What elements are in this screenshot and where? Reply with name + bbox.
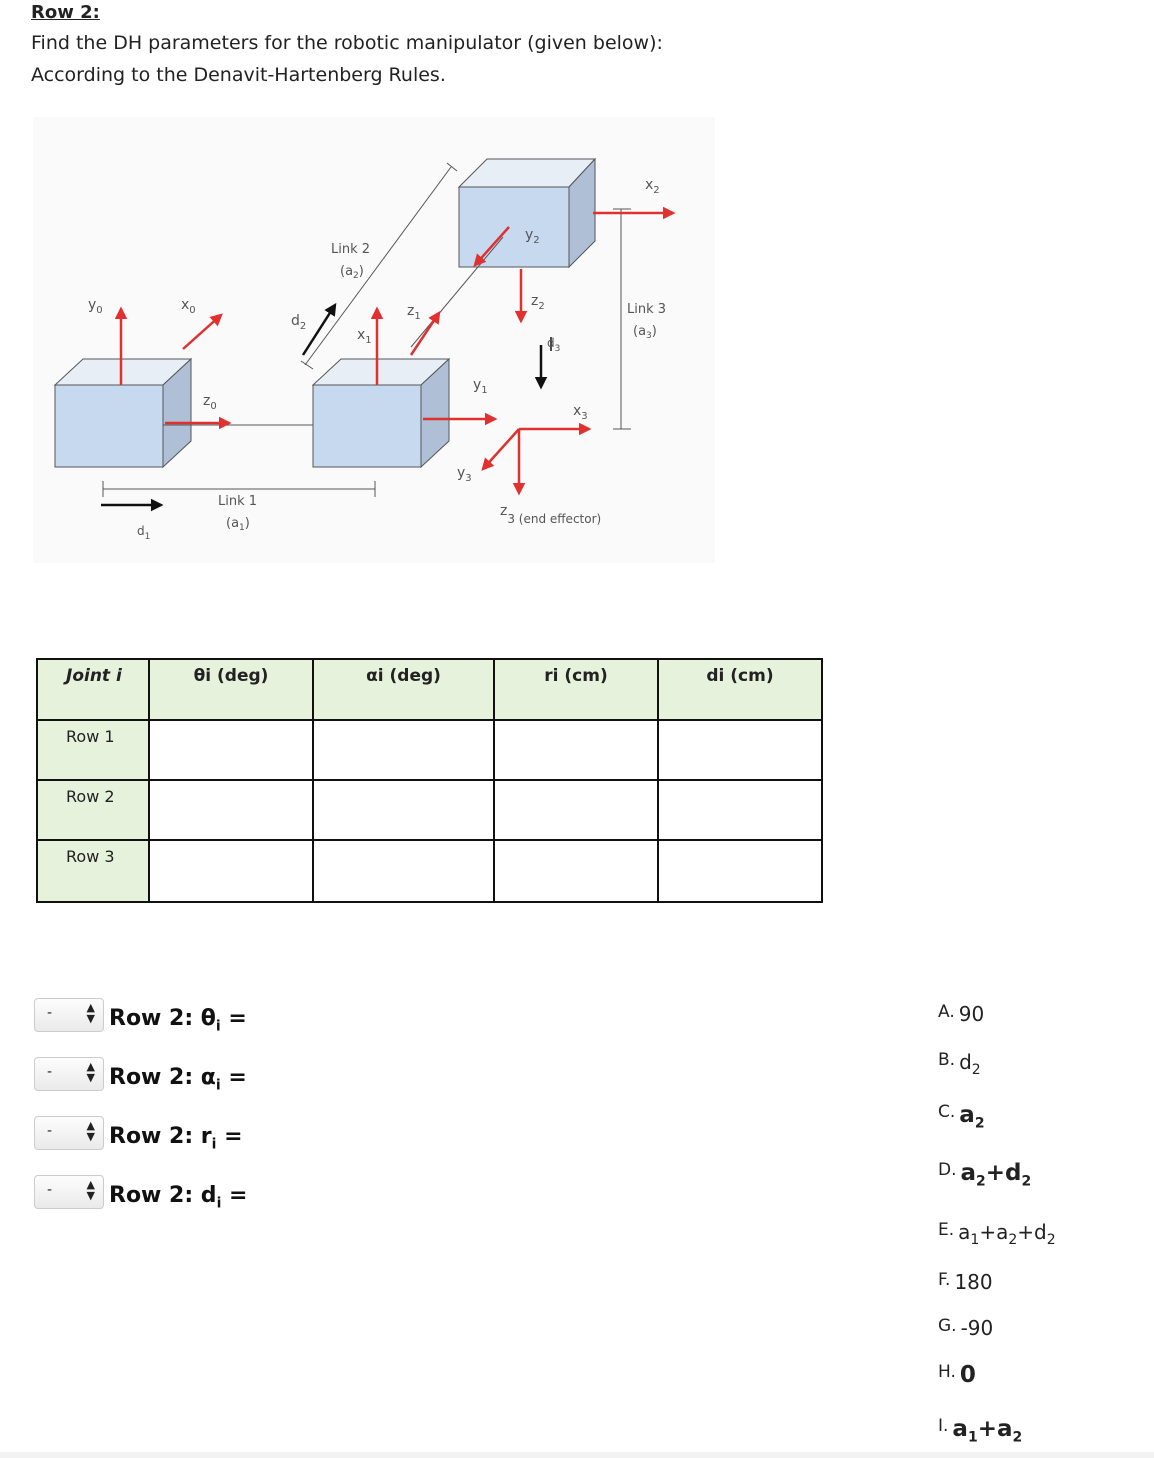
table-cell <box>657 719 823 781</box>
label-z2: z2 <box>531 293 545 312</box>
table-row: Row 1 <box>36 719 823 781</box>
updown-icon: ▲▼ <box>86 1001 95 1025</box>
header-theta: θi (deg) <box>148 658 314 721</box>
option-i: I.a1+a2 <box>938 1416 1023 1446</box>
label-y1: y1 <box>473 377 488 396</box>
table-cell <box>148 779 314 841</box>
table-row: Row 2 <box>36 779 823 841</box>
label-d2: d2 <box>291 313 306 332</box>
option-g: G.-90 <box>938 1316 994 1340</box>
answer-select-d[interactable]: - ▲▼ <box>34 1175 104 1209</box>
page-heading: Row 2: <box>31 2 100 23</box>
label-link1-a: (a1) <box>226 516 250 533</box>
table-cell <box>493 839 659 903</box>
table-row: Row 3 <box>36 839 823 903</box>
label-z3-end-effector: z3 (end effector) <box>500 503 601 526</box>
table-cell <box>657 839 823 903</box>
base-box <box>53 357 193 469</box>
label-x3: x3 <box>573 403 588 422</box>
label-y3: y3 <box>457 465 472 484</box>
joint-2-box <box>311 357 451 469</box>
table-cell <box>148 839 314 903</box>
answer-select-theta[interactable]: - ▲▼ <box>34 998 104 1032</box>
table-cell <box>312 719 495 781</box>
label-link2-a: (a2) <box>340 264 364 281</box>
label-y2: y2 <box>525 227 540 246</box>
option-a: A.90 <box>938 1002 985 1026</box>
bottom-divider <box>0 1452 1154 1458</box>
row-label: Row 2 <box>36 779 150 841</box>
instruction-line-1: Find the DH parameters for the robotic m… <box>31 32 663 54</box>
question-label: Row 2: αi = <box>109 1065 247 1094</box>
instruction-line-2: According to the Denavit-Hartenberg Rule… <box>31 64 446 86</box>
table-cell <box>657 779 823 841</box>
table-cell <box>312 779 495 841</box>
label-d3: d3 <box>547 336 560 354</box>
header-alpha: αi (deg) <box>312 658 495 721</box>
label-d1: d1 <box>137 524 150 542</box>
table-cell <box>493 779 659 841</box>
label-link3: Link 3 <box>627 302 666 317</box>
updown-icon: ▲▼ <box>86 1178 95 1202</box>
label-x0: x0 <box>181 297 196 316</box>
updown-icon: ▲▼ <box>86 1119 95 1143</box>
header-d: di (cm) <box>657 658 823 721</box>
label-x2: x2 <box>645 177 660 196</box>
label-z1: z1 <box>407 303 421 322</box>
label-z0: z0 <box>203 393 217 412</box>
table-header-row: Joint i θi (deg) αi (deg) ri (cm) di (cm… <box>36 658 823 721</box>
table-cell <box>148 719 314 781</box>
label-link1: Link 1 <box>218 494 257 509</box>
label-y0: y0 <box>88 297 103 316</box>
header-joint: Joint i <box>36 658 150 721</box>
answer-select-r[interactable]: - ▲▼ <box>34 1116 104 1150</box>
header-r: ri (cm) <box>493 658 659 721</box>
row-label: Row 1 <box>36 719 150 781</box>
answer-select-alpha[interactable]: - ▲▼ <box>34 1057 104 1091</box>
label-x1: x1 <box>357 327 372 346</box>
table-cell <box>312 839 495 903</box>
question-label: Row 2: di = <box>109 1183 248 1212</box>
manipulator-diagram: y0 x0 z0 d2 Link 2 (a2) x1 z1 y2 z2 x2 d… <box>33 117 715 563</box>
option-f: F.180 <box>938 1270 993 1294</box>
question-label: Row 2: ri = <box>109 1124 243 1153</box>
updown-icon: ▲▼ <box>86 1060 95 1084</box>
option-c: C.a2 <box>938 1102 985 1132</box>
label-link2: Link 2 <box>331 242 370 257</box>
joint-3-box <box>457 157 597 269</box>
row-label: Row 3 <box>36 839 150 903</box>
table-cell <box>493 719 659 781</box>
option-e: E.a1+a2+d2 <box>938 1220 1056 1248</box>
option-d: D.a2+d2 <box>938 1160 1032 1190</box>
dh-parameter-table: Joint i θi (deg) αi (deg) ri (cm) di (cm… <box>36 658 823 903</box>
question-label: Row 2: θi = <box>109 1006 247 1035</box>
option-b: B.d2 <box>938 1050 981 1078</box>
label-link3-a: (a3) <box>633 324 657 341</box>
option-h: H.0 <box>938 1362 976 1388</box>
